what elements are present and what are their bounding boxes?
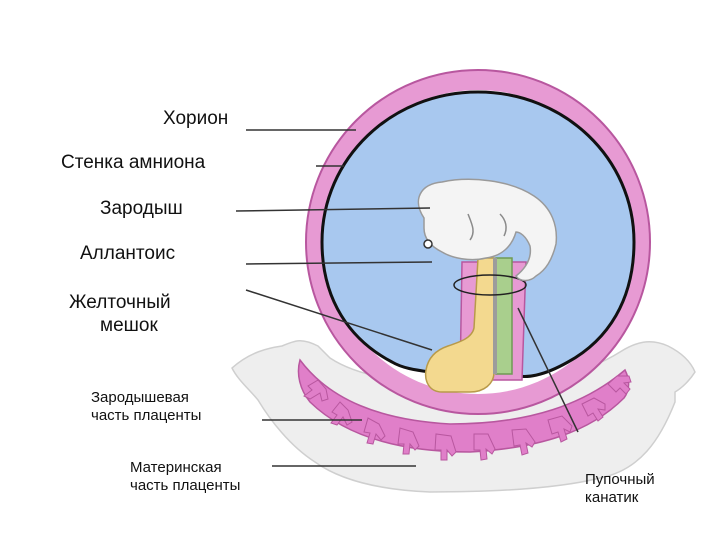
embryo-eye [423, 239, 433, 249]
label-chorion: Хорион [163, 108, 229, 129]
label-amnion-wall: Стенка амниона [61, 152, 206, 173]
label-yolk-sac-line2: мешок [100, 314, 158, 336]
embryo-limb [467, 213, 474, 241]
label-fetal-placenta-line2: часть плаценты [91, 407, 202, 424]
umbilical-vessel [493, 258, 497, 374]
label-fetal-placenta-line1: Зародышевая [91, 389, 189, 406]
label-maternal-placenta-line2: часть плаценты [130, 477, 241, 494]
embryo [417, 178, 558, 282]
label-embryo: Зародыш [100, 198, 183, 219]
label-maternal-placenta-line1: Материнская [130, 459, 222, 476]
leader-umbilical-cord [517, 307, 579, 433]
leader-yolk-sac [245, 289, 433, 351]
umbilical-ring [453, 274, 527, 296]
label-yolk-sac: Желточный мешок [69, 292, 171, 338]
leader-embryo [235, 207, 431, 212]
label-yolk-sac-line1: Желточный [69, 292, 171, 313]
label-fetal-placenta: Зародышевая часть плаценты [91, 389, 201, 425]
label-umbilical-cord-line1: Пупочный [585, 471, 655, 488]
yolk-sac [424, 257, 495, 393]
villi [303, 375, 632, 461]
label-umbilical-cord: Пупочный канатик [585, 471, 655, 507]
label-allantois: Аллантоис [80, 243, 176, 264]
embryo-limb [499, 213, 507, 237]
leader-lines [235, 129, 579, 467]
label-umbilical-cord-line2: канатик [585, 489, 639, 506]
label-maternal-placenta: Материнская часть плаценты [130, 459, 240, 495]
leader-allantois [245, 261, 433, 265]
